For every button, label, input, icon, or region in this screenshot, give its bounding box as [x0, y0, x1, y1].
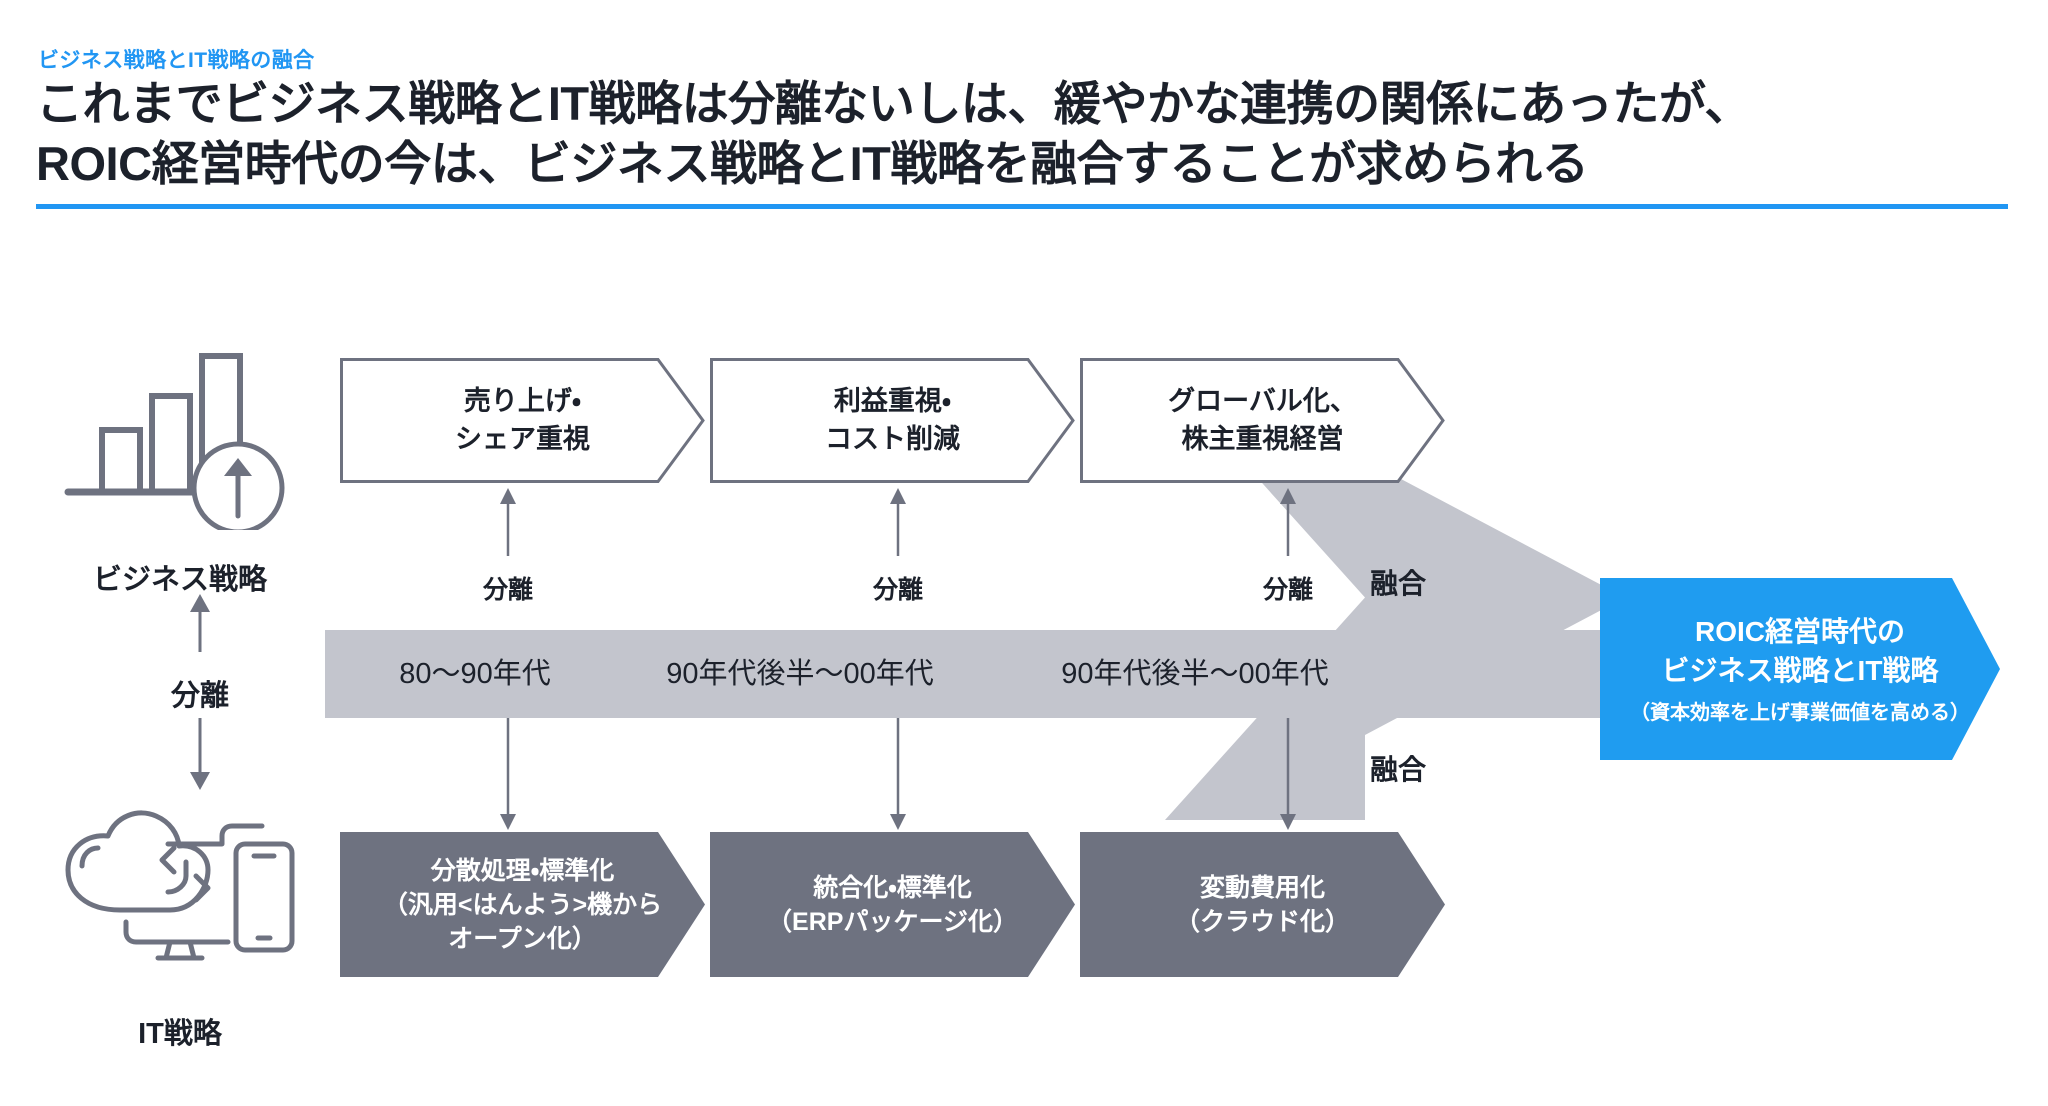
headline-line-1: これまでビジネス戦略とIT戦略は分離ないしは、緩やかな連携の関係にあったが、	[36, 77, 1751, 130]
business-stage-3-line-2: 株主重視経営	[1181, 423, 1344, 454]
bar-chart-up-icon	[60, 340, 300, 530]
era-band	[325, 630, 1605, 718]
eyebrow-label: ビジネス戦略とIT戦略の融合	[38, 49, 315, 72]
business-stage-1-line-2: シェア重視	[455, 423, 590, 454]
era-label-2: 90年代後半〜00年代	[666, 658, 934, 690]
it-stage-2-line-2: （ERPパッケージ化）	[767, 907, 1018, 936]
connector-arrow-down-2	[878, 718, 918, 830]
it-stage-1-line-1: 分散処理・標準化	[430, 856, 615, 885]
business-stage-2-line-2: コスト削減	[825, 423, 960, 454]
it-stage-3-line-2: （クラウド化）	[1174, 907, 1350, 936]
roic-result-box[interactable]: ROIC経営時代の ビジネス戦略とIT戦略 （資本効率を上げ事業価値を高める）	[1600, 578, 2000, 760]
header-divider-rule	[36, 204, 2008, 209]
it-stage-1-line-3: オープン化）	[448, 924, 597, 953]
business-stage-3[interactable]: グローバル化、 株主重視経営	[1080, 358, 1445, 483]
era-label-1: 80〜90年代	[399, 658, 551, 690]
it-stage-2-line-1: 統合化・標準化	[813, 873, 972, 902]
connector-arrow-up-1	[488, 488, 528, 556]
business-stage-3-line-1: グローバル化、	[1168, 386, 1357, 417]
it-stage-1[interactable]: 分散処理・標準化 （汎用<はんよう>機から オープン化）	[340, 832, 705, 977]
business-strategy-label: ビジネス戦略	[92, 564, 267, 596]
roic-line-1: ROIC経営時代の	[1694, 615, 1905, 647]
fusion-label-bottom: 融合	[1370, 754, 1427, 785]
it-stage-2[interactable]: 統合化・標準化 （ERPパッケージ化）	[710, 832, 1075, 977]
business-stage-1-line-1: 売り上げ・	[463, 386, 582, 417]
cloud-devices-icon	[50, 800, 310, 980]
separation-label-2: 分離	[872, 576, 923, 604]
it-stage-3-line-1: 変動費用化	[1199, 873, 1325, 902]
roic-line-2: ビジネス戦略とIT戦略	[1661, 654, 1939, 686]
business-stage-2[interactable]: 利益重視・ コスト削減	[710, 358, 1075, 483]
it-stage-3[interactable]: 変動費用化 （クラウド化）	[1080, 832, 1445, 977]
separation-label-3: 分離	[1262, 576, 1313, 604]
connector-arrow-down-3	[1268, 718, 1308, 830]
connector-arrow-down-1	[488, 718, 528, 830]
page-title: これまでビジネス戦略とIT戦略は分離ないしは、緩やかな連携の関係にあったが、 R…	[36, 74, 1936, 194]
headline-line-2: ROIC経営時代の今は、ビジネス戦略とIT戦略を融合することが求められる	[36, 137, 1589, 191]
it-stage-1-line-2: （汎用<はんよう>機から	[382, 890, 663, 919]
business-stage-1[interactable]: 売り上げ・ シェア重視	[340, 358, 705, 483]
business-stage-2-line-1: 利益重視・	[833, 386, 952, 417]
roic-line-3: （資本効率を上げ事業価値を高める）	[1630, 702, 1970, 725]
it-strategy-label: IT戦略	[138, 1018, 222, 1050]
connector-arrow-up-2	[878, 488, 918, 556]
era-label-3: 90年代後半〜00年代	[1061, 658, 1329, 690]
connector-arrow-up-3	[1268, 488, 1308, 556]
left-separation-label: 分離	[170, 680, 229, 712]
left-separation-arrow	[180, 592, 220, 792]
fusion-label-top: 融合	[1370, 568, 1427, 599]
separation-label-1: 分離	[482, 576, 533, 604]
